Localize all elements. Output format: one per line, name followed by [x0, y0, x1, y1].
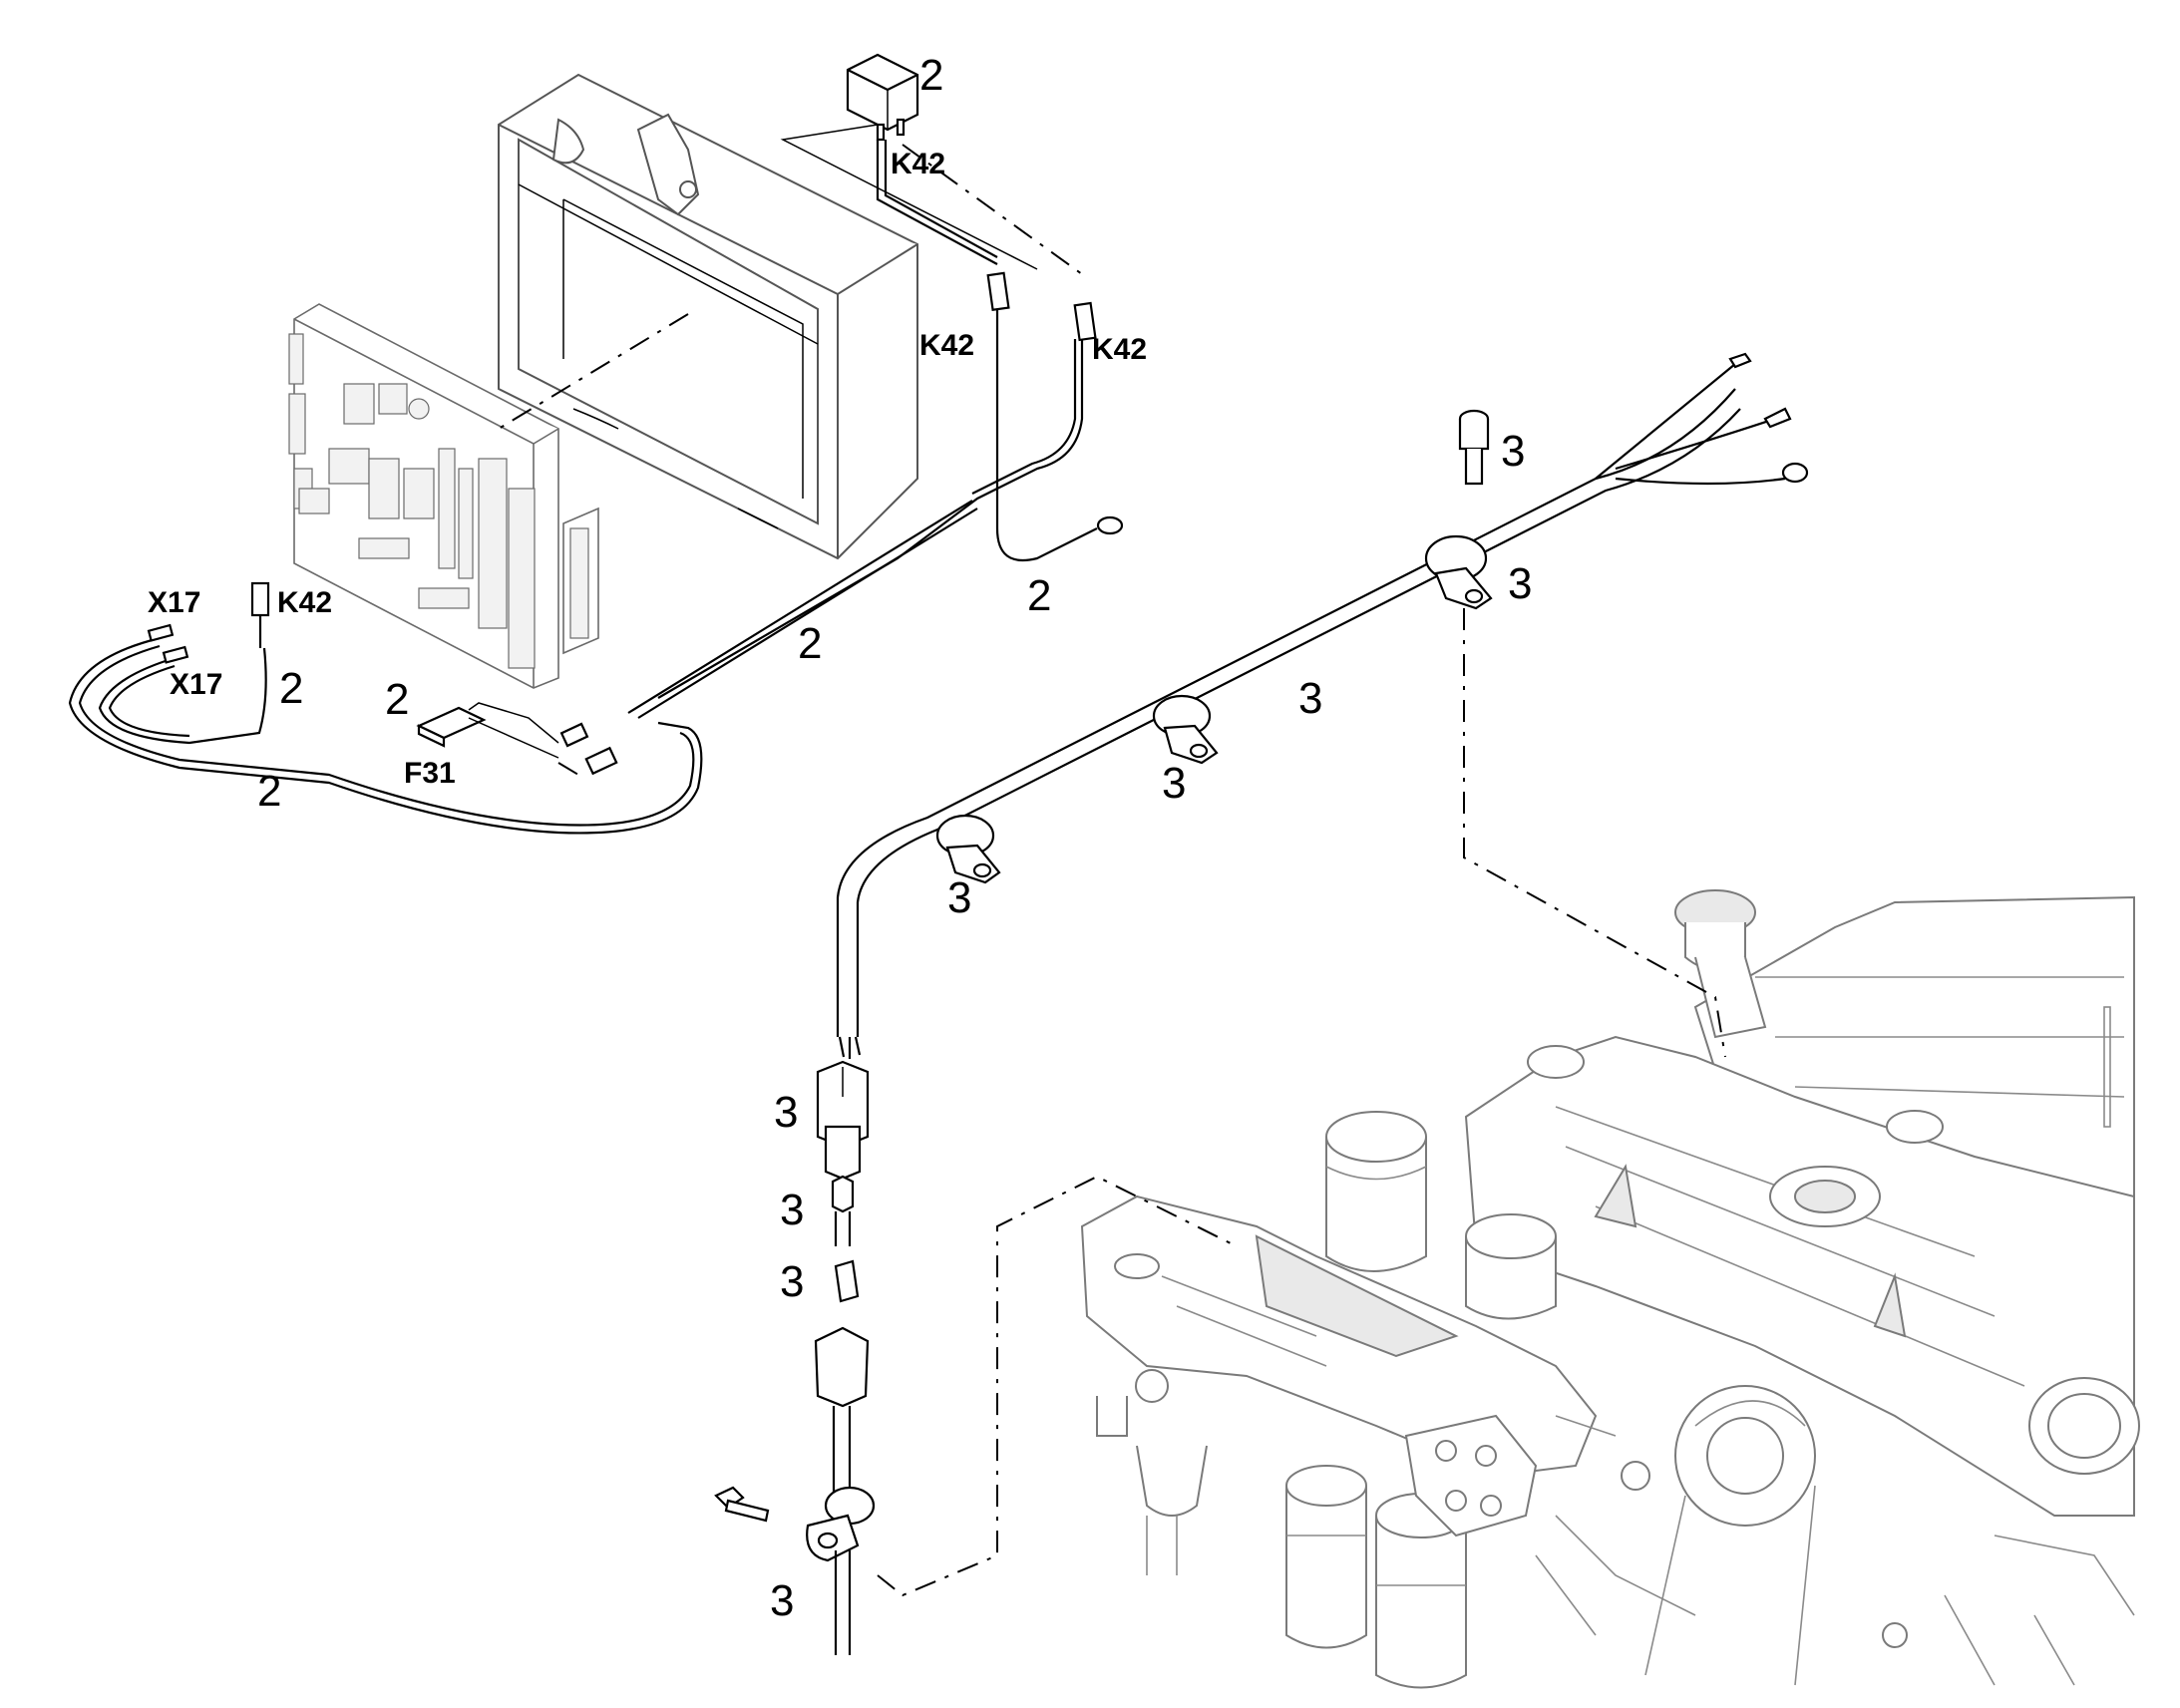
label-x17-bottom: X17 — [170, 668, 222, 701]
label-relay-code: K42 — [891, 148, 945, 180]
connector-stack — [714, 1060, 876, 1655]
leader-relay — [780, 124, 1038, 270]
label-lock-wedge: 3 — [780, 1257, 804, 1306]
control-box — [498, 73, 918, 560]
clamp-middle — [1152, 694, 1219, 765]
dash-box-pcb — [498, 313, 689, 430]
label-fuse-code: F31 — [404, 757, 456, 790]
cable-2 — [637, 508, 978, 719]
label-k42-left: K42 — [277, 586, 332, 619]
bolt-top — [1458, 409, 1490, 486]
label-harness2-left: 2 — [279, 664, 303, 713]
label-connector-housing: 3 — [774, 1088, 798, 1137]
circuit-board — [288, 303, 599, 689]
clamp-top — [1424, 534, 1493, 610]
label-clamp-top: 3 — [1508, 559, 1532, 608]
dash-clamp-engine — [1463, 608, 1726, 1058]
label-bolt-top: 3 — [1501, 427, 1525, 476]
label-clamp-mid-upper: 3 — [1298, 674, 1322, 723]
dash-relay — [902, 144, 1083, 275]
clamp-left — [935, 814, 1001, 884]
harness-3 — [836, 352, 1809, 1059]
relay-k42 — [846, 53, 998, 265]
label-x17-top: X17 — [148, 586, 200, 619]
label-k42-left-conn: K42 — [919, 329, 974, 362]
left-harness — [68, 581, 703, 835]
engine-illustration — [1080, 889, 2140, 1689]
k42-connectors — [657, 271, 1124, 699]
label-clamp-left: 3 — [947, 873, 971, 922]
label-harness2-center: 2 — [798, 619, 822, 668]
label-pins: 3 — [780, 1186, 804, 1234]
labels: 2 K42 K42 K42 2 2 2 2 2 F31 X17 X17 K42 … — [148, 51, 1532, 1625]
label-clamp-mid-lower: 3 — [1162, 759, 1186, 808]
dash-clamp-bottom — [877, 1175, 1238, 1597]
label-harness2-right: 2 — [1027, 571, 1051, 620]
label-relay-item: 2 — [919, 51, 943, 100]
label-harness2-bottom: 2 — [257, 767, 281, 816]
label-k42-right-conn: K42 — [1092, 333, 1147, 366]
label-clamp-bottom: 3 — [770, 1576, 794, 1625]
label-fuse-item: 2 — [385, 675, 409, 724]
